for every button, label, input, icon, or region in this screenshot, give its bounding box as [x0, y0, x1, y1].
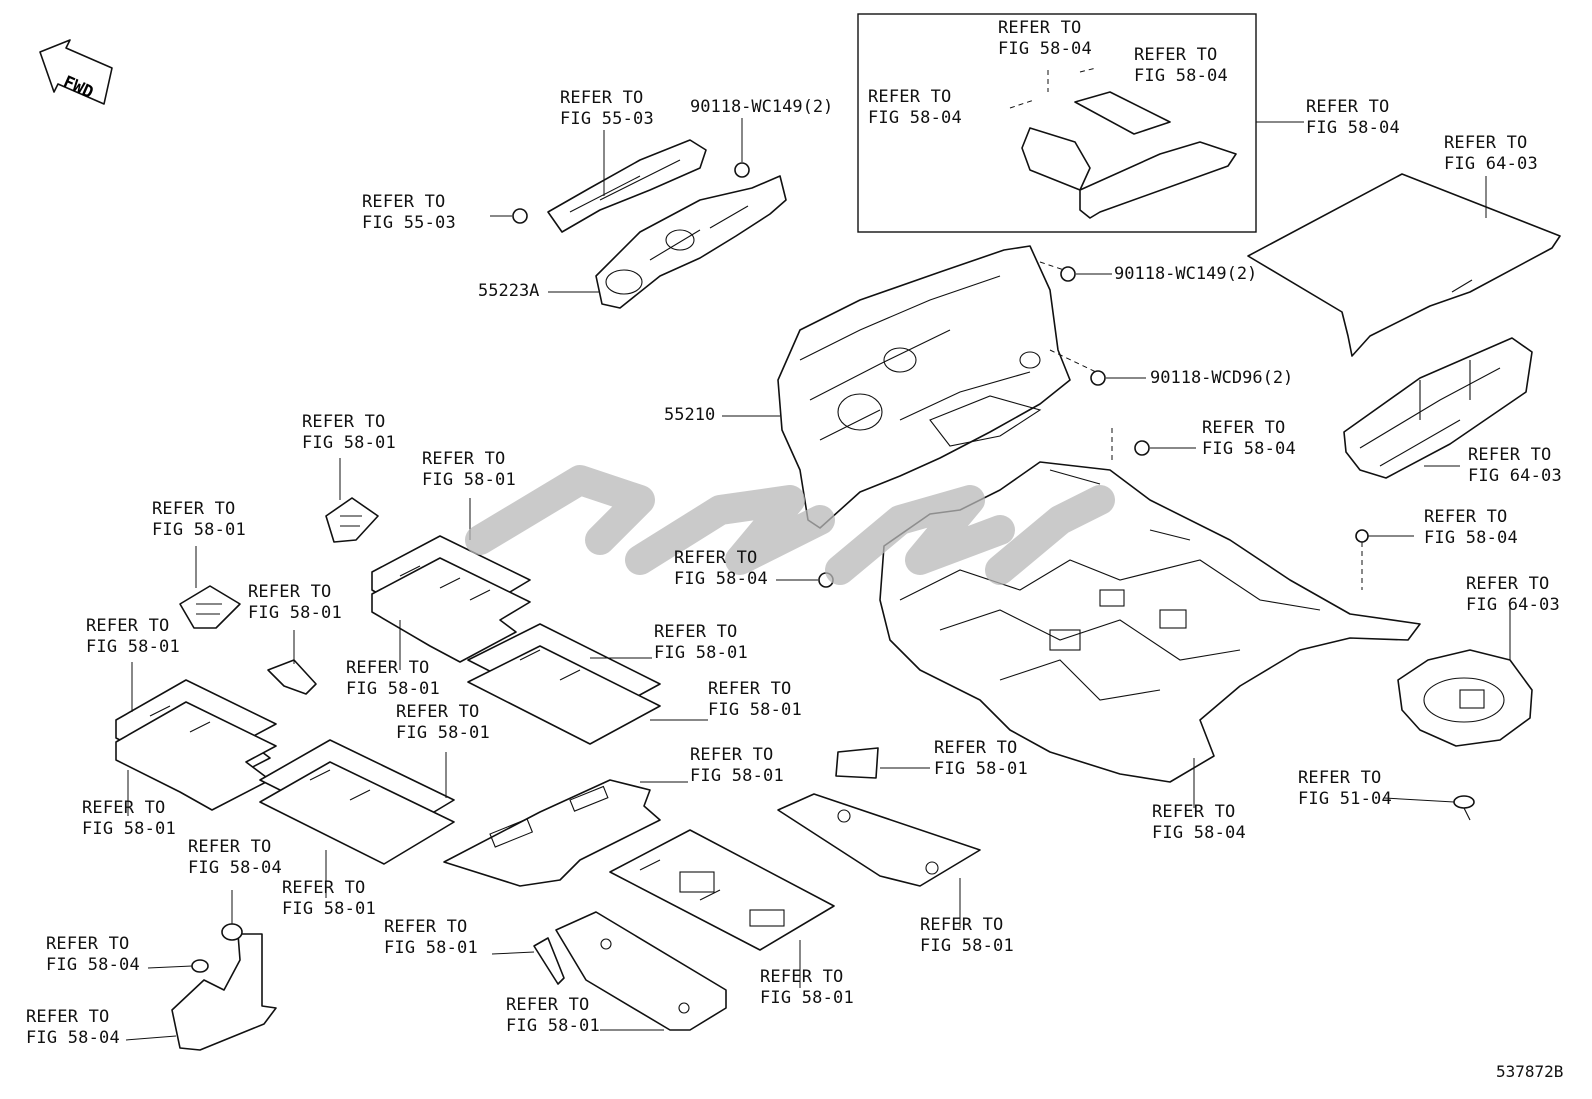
floor-mat-reference-box — [857, 13, 1257, 233]
fwd-arrow-icon: FWD — [39, 39, 113, 105]
silencer-pad-7 — [777, 793, 981, 887]
silencer-pad-3 — [115, 679, 277, 811]
spare-tire-tray — [1397, 649, 1533, 747]
rear-deck-board — [1247, 173, 1561, 357]
silencer-pad-2 — [467, 623, 661, 745]
silencer-pad-5 — [443, 779, 661, 887]
part-number-55210: 55210 — [664, 405, 716, 425]
pad-strip — [267, 659, 317, 695]
rear-storage-tray — [1343, 337, 1533, 479]
silencer-pad-small — [835, 747, 879, 779]
pad-small-a — [325, 497, 379, 543]
bottom-left-bracket — [171, 923, 277, 1051]
diagram-id: 537872B — [1496, 1062, 1564, 1081]
silencer-pad-1 — [371, 535, 531, 663]
silencer-pad-8 — [555, 911, 727, 1031]
part-number-90118-wc149-mid: 90118-WC149(2) — [1114, 264, 1258, 284]
part-number-90118-wcd96: 90118-WCD96(2) — [1150, 368, 1294, 388]
silencer-pad-6 — [609, 829, 835, 951]
part-number-55223a: 55223A — [478, 281, 540, 301]
part-number-90118-wc149-top: 90118-WC149(2) — [690, 97, 834, 117]
silencer-pad-4 — [259, 739, 455, 865]
pad-small-b — [179, 585, 241, 629]
dash-insulator-upper — [512, 139, 787, 309]
floor-mat-set — [1009, 67, 1237, 219]
fastener-51-04 — [1453, 795, 1475, 821]
silencer-pad-wedge — [533, 937, 565, 985]
watermark-logo — [465, 465, 1115, 585]
